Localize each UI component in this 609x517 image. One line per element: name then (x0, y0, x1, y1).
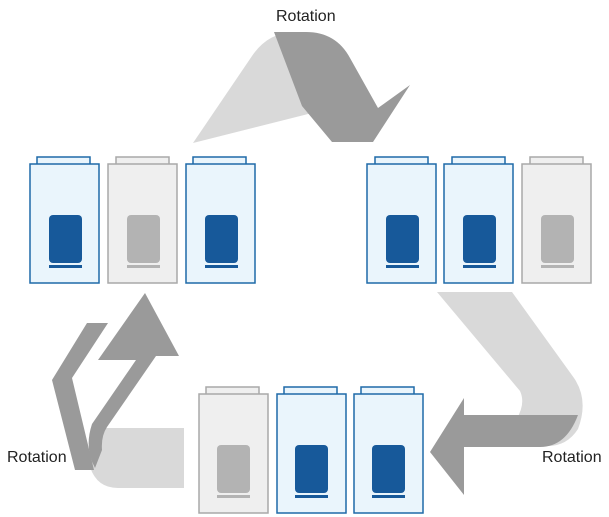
rotation-arrow-left-light (88, 428, 184, 488)
rotation-arrow-right (430, 292, 583, 495)
rotation-arrow-left (52, 293, 184, 488)
rotation-arrow-left-dark (88, 293, 179, 468)
outdoor-unit-right-1 (366, 156, 437, 284)
outdoor-unit-bottom-3 (353, 386, 424, 514)
rotation-label-top: Rotation (276, 8, 336, 25)
outdoor-unit-bottom-2 (276, 386, 347, 514)
rotation-arrow-right-light (437, 292, 583, 446)
outdoor-unit-left-1 (29, 156, 100, 284)
rotation-label-right: Rotation (542, 449, 602, 466)
rotation-arrow-right-dark (430, 398, 578, 495)
outdoor-unit-right-3 (521, 156, 592, 284)
outdoor-unit-right-2 (443, 156, 514, 284)
rotation-arrow-top (193, 32, 410, 143)
unit-group-left (29, 156, 256, 284)
unit-group-bottom (198, 386, 424, 514)
outdoor-unit-left-3 (185, 156, 256, 284)
outdoor-unit-bottom-1 (198, 386, 269, 514)
outdoor-unit-left-2 (107, 156, 178, 284)
rotation-arrow-top-dark (274, 32, 410, 142)
rotation-arrow-left-dark-2 (52, 323, 108, 470)
rotation-label-left: Rotation (7, 449, 67, 466)
unit-group-right (366, 156, 592, 284)
